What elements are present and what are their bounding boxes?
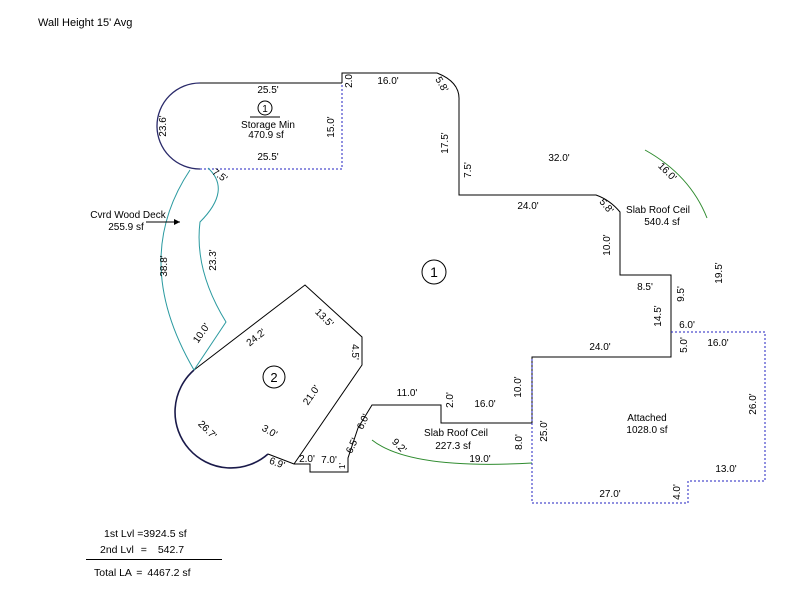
dim-label: 16.0' <box>707 338 728 349</box>
dim-label: 13.0' <box>715 464 736 475</box>
summary-total-eq: = <box>136 567 143 579</box>
deck-outline <box>160 167 227 371</box>
attached-outline <box>531 331 766 504</box>
slab-upper-size: 540.4 sf <box>644 217 680 228</box>
dim-label: 2.0' <box>445 392 456 408</box>
dim-label: 3.0' <box>260 423 279 440</box>
dim-label: 7.5' <box>463 162 474 178</box>
dim-label: 25.0' <box>539 420 550 441</box>
dim-label: 7.0' <box>321 455 337 466</box>
main-level2-number: 2 <box>270 370 277 385</box>
dim-label: 24.2' <box>245 327 269 349</box>
dim-label: 6.0' <box>679 320 695 331</box>
slab-lower-arc <box>371 439 533 465</box>
summary-total: Total LA = 4467.2 sf <box>94 567 191 579</box>
dim-label: 24.0' <box>517 201 538 212</box>
summary-level1: 1st Lvl =3924.5 sf <box>104 528 187 540</box>
summary-level2: 2nd Lvl = 542.7 <box>100 544 184 556</box>
storage-number: 1 <box>262 104 268 115</box>
dim-label: 10.0' <box>513 376 524 397</box>
dim-label: 25.5' <box>257 152 278 163</box>
dim-label: 8.5' <box>637 282 653 293</box>
storage-size: 470.9 sf <box>248 130 284 141</box>
dim-label: 2.0' <box>344 72 355 88</box>
storage-arc <box>156 82 201 170</box>
attached-size: 1028.0 sf <box>626 425 667 436</box>
summary-divider <box>86 559 222 560</box>
main-level1-circle <box>421 259 447 285</box>
summary-level2-eq: = <box>140 544 147 556</box>
dim-label: 9.2' <box>389 437 408 456</box>
dim-label: 23.6' <box>158 115 169 136</box>
dim-label: 32.0' <box>548 153 569 164</box>
level2-outline <box>193 284 363 465</box>
deck-name: Cvrd Wood Deck <box>90 210 166 221</box>
slab-lower-name: Slab Roof Ceil <box>424 428 488 439</box>
summary-level2-label: 2nd Lvl <box>100 544 134 556</box>
dim-label: 1' <box>338 463 347 469</box>
summary-level1-label: 1st Lvl <box>104 528 135 540</box>
level2-arc <box>174 369 269 469</box>
dim-label: 23.3' <box>208 249 219 270</box>
dim-label: 6.5' <box>344 436 361 455</box>
dim-label: 4.5' <box>349 344 360 360</box>
slab-upper-arc <box>644 149 708 219</box>
dim-label: 10.0' <box>602 234 613 255</box>
deck-arrow-head <box>174 219 180 225</box>
main-level1-number: 1 <box>430 264 438 280</box>
dim-label: 26.0' <box>748 393 759 414</box>
dim-label: 5.0' <box>679 337 690 353</box>
summary-level2-value: 542.7 <box>157 544 185 556</box>
dim-label: 2.0' <box>299 454 315 465</box>
dim-label: 9.5' <box>676 286 687 302</box>
storage-dashed-edge <box>200 83 343 170</box>
dim-label: 25.5' <box>257 85 278 96</box>
dim-label: 38.8' <box>159 255 170 276</box>
dim-label: 24.0' <box>589 342 610 353</box>
slab-lower-size: 227.3 sf <box>435 441 471 452</box>
summary-total-label: Total LA <box>94 567 132 579</box>
dim-label: 5.8' <box>597 197 616 216</box>
summary-total-value: 4467.2 sf <box>147 567 191 579</box>
deck-size: 255.9 sf <box>108 222 144 233</box>
sketch-title: Wall Height 15' Avg <box>38 17 133 29</box>
dim-label: 6.0' <box>355 412 372 431</box>
dim-label: 8.0' <box>514 434 525 450</box>
dim-label: 10.0' <box>191 322 212 346</box>
dim-label: 27.0' <box>599 489 620 500</box>
dim-label: 16.0' <box>655 161 678 184</box>
dim-label: 19.0' <box>469 454 490 465</box>
main-level2-circle <box>262 365 286 389</box>
dim-label: 13.5' <box>312 307 335 330</box>
dim-label: 14.5' <box>653 305 664 326</box>
dim-label: 26.7' <box>195 419 218 442</box>
dim-label: 17.5' <box>440 132 451 153</box>
storage-area[interactable] <box>156 82 343 170</box>
dim-label: 15.0' <box>326 116 337 137</box>
attached-name: Attached <box>627 413 666 424</box>
dim-label: 19.5' <box>714 262 725 283</box>
main-outline <box>267 72 672 473</box>
dim-label: 6.9' <box>268 456 287 472</box>
dim-label: 16.0' <box>377 76 398 87</box>
dim-label: 16.0' <box>474 399 495 410</box>
dim-label: 11.0' <box>397 388 418 399</box>
slab-upper-name: Slab Roof Ceil <box>626 205 690 216</box>
storage-name: Storage Min <box>241 120 295 131</box>
dim-label: 4.0' <box>672 484 683 500</box>
dim-label: 7.5' <box>210 167 229 185</box>
storage-number-circle <box>257 100 273 116</box>
dim-label: 21.0' <box>301 384 322 408</box>
summary-level1-value: =3924.5 sf <box>137 528 187 540</box>
